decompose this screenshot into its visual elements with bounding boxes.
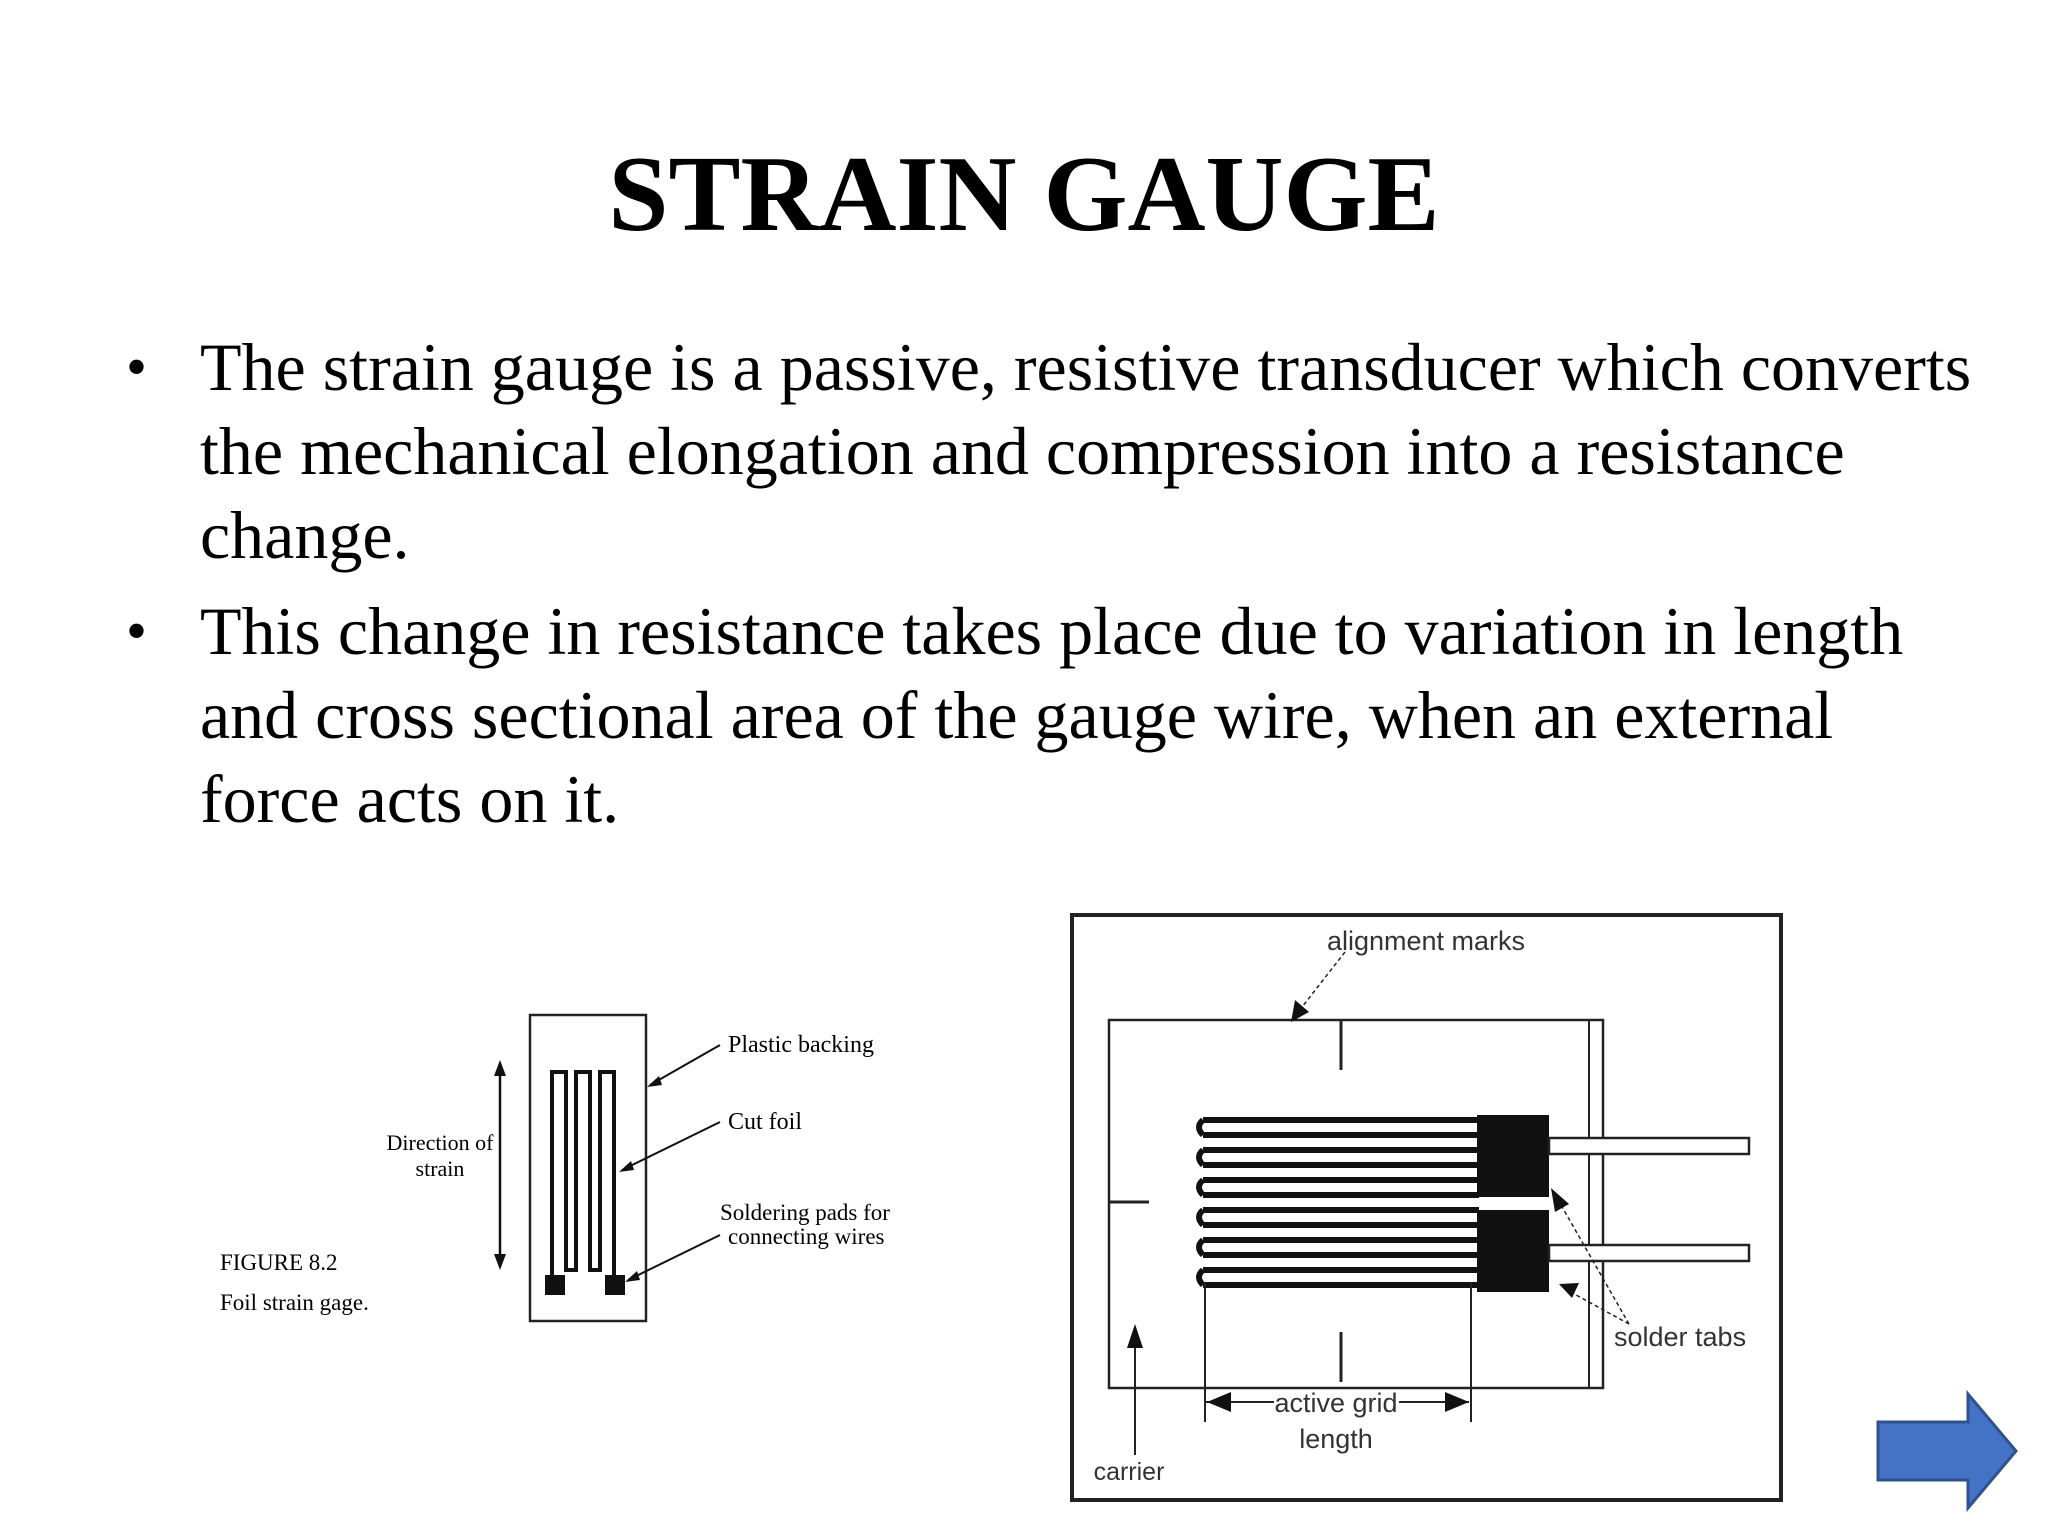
bullet-marker: • [126, 598, 148, 664]
solder-pad-left [545, 1275, 565, 1295]
arrow-right-icon [1876, 1390, 2018, 1512]
bullet-item: • This change in resistance takes place … [120, 589, 1980, 841]
carrier-label: carrier [1094, 1458, 1165, 1486]
alignment-marks-label: alignment marks [1327, 926, 1525, 956]
leader-line [621, 1121, 721, 1171]
cut-foil-grid [550, 1070, 616, 1290]
next-slide-button[interactable] [1876, 1390, 2020, 1512]
solder-tab-leader [1556, 1197, 1630, 1325]
carrier-outline [1107, 1018, 1605, 1390]
bullet-text: This change in resistance takes place du… [200, 593, 1904, 837]
active-grid-label: length [1299, 1424, 1373, 1454]
slide-title: STRAIN GAUGE [608, 135, 1440, 254]
solder-pad-right [605, 1275, 625, 1295]
pads-label: Soldering pads for [720, 1200, 890, 1225]
solder-tabs-label: solder tabs [1614, 1322, 1746, 1352]
foil-strain-gage-figure: Direction of strain Plastic backing Cut … [220, 1013, 890, 1323]
figure-caption-number: FIGURE 8.2 [220, 1250, 338, 1275]
strain-gauge-diagram: active grid length alignment marks carri… [1070, 913, 1783, 1502]
active-grid-label: active grid [1274, 1388, 1397, 1418]
bullet-marker: • [126, 334, 148, 400]
direction-label: Direction of [387, 1130, 495, 1155]
active-grid [1196, 1117, 1479, 1288]
bullet-text: The strain gauge is a passive, resistive… [200, 329, 1972, 573]
solder-tab-lower [1477, 1210, 1549, 1292]
figure-caption-text: Foil strain gage. [220, 1290, 369, 1315]
pads-label: connecting wires [728, 1224, 885, 1249]
bullet-list: • The strain gauge is a passive, resisti… [120, 325, 1980, 853]
direction-label: strain [416, 1156, 465, 1181]
backing-label: Plastic backing [728, 1032, 874, 1058]
solder-tab-upper [1477, 1115, 1549, 1197]
lead-wire-upper [1547, 1136, 1751, 1156]
lead-wire-lower [1547, 1243, 1751, 1263]
leader-line [627, 1234, 721, 1281]
cut-foil-label: Cut foil [728, 1109, 802, 1135]
plastic-backing [528, 1013, 648, 1323]
leader-line [649, 1044, 721, 1086]
solder-tab-leader [1566, 1289, 1630, 1325]
bullet-item: • The strain gauge is a passive, resisti… [120, 325, 1980, 577]
